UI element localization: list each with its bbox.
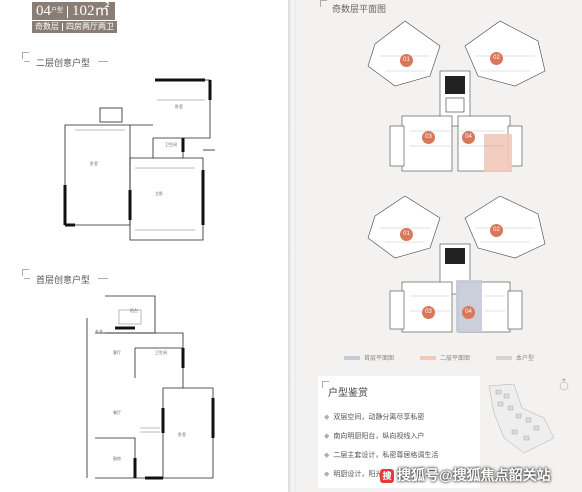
legend-item: 首层平面图 (344, 353, 394, 362)
unit-01-badge: 01 (400, 54, 413, 67)
legend-label: 二层平面图 (440, 356, 471, 362)
unit-code: 04 (36, 3, 51, 19)
unit-suffix: 户型 (51, 8, 64, 14)
room-label: 卧室 (178, 431, 186, 437)
watermark: 搜搜狐号@搜狐焦点韶关站 (380, 465, 551, 485)
floor-type: 奇数层 (35, 22, 59, 31)
legend-swatch (344, 356, 360, 361)
compass-label: N (563, 378, 566, 382)
feature-item: ◆双层空间，动静分离尽享私密 (324, 414, 425, 421)
unit-04-badge: 04 (462, 306, 475, 319)
room-label: 阳台 (130, 307, 138, 313)
room-label: 玄关 (95, 328, 103, 334)
bullet-icon: ◆ (324, 433, 330, 440)
bullet-icon: ◆ (324, 452, 330, 459)
unit-02-badge: 02 (490, 224, 503, 237)
legend-swatch (420, 356, 436, 361)
legend-label: 本户型 (516, 356, 535, 362)
book-gutter (288, 0, 298, 492)
room-label: 卫生间 (155, 349, 167, 355)
room-label: 厨房 (113, 455, 121, 461)
second-floor-title: 二层创意户型 (36, 58, 91, 68)
appraisal-panel (318, 376, 480, 488)
watermark-text: 搜狐号@搜狐焦点韶关站 (397, 467, 551, 483)
appraisal-title: 户型鉴赏 (322, 381, 368, 399)
feature-item: ◆二层主套设计，私密尊居格调生活 (324, 452, 439, 459)
unit-03-badge: 03 (422, 306, 435, 319)
unit-area: 102㎡ (72, 3, 110, 19)
compass-icon (559, 381, 569, 391)
legend-label: 首层平面图 (364, 356, 395, 362)
room-label: 客厅 (113, 349, 121, 355)
room-label: 卧室 (175, 103, 183, 109)
building-plan-upper (367, 20, 546, 172)
room-label: 卧室 (90, 160, 98, 166)
unit-02-badge: 02 (490, 52, 503, 65)
left-page (0, 0, 291, 492)
building-plan-lower (367, 196, 546, 333)
first-floor-plan: 阳台 客厅 卫生间 餐厅 卧室 玄关 厨房 (86, 295, 215, 480)
bullet-icon: ◆ (324, 414, 330, 421)
legend-item: 二层平面图 (420, 353, 470, 362)
legend-item: 本户型 (496, 353, 534, 362)
legend-swatch (496, 356, 512, 361)
room-label: 主卧 (155, 190, 163, 196)
unit-03-badge: 03 (422, 131, 435, 144)
bullet-icon: ◆ (324, 471, 330, 478)
feature-item: ◆明厨设计，阳光照 (324, 471, 390, 478)
odd-floor-plan-title: 奇数层平面图 (332, 4, 387, 14)
unit-04-badge: 04 (462, 131, 475, 144)
room-label: 餐厅 (113, 409, 121, 415)
second-floor-plan: 卧室 卧室 卫生间 主卧 (63, 78, 215, 241)
site-map: N (488, 378, 569, 454)
layout-desc: 四房两厅两卫 (66, 22, 114, 31)
feature-item: ◆南向明厨阳台，纵向视线入户 (324, 433, 425, 440)
sohu-logo-icon: 搜 (380, 469, 394, 484)
unit-subtitle: 奇数层四房两厅两卫 (32, 21, 117, 33)
unit-code-badge: 04户型 102㎡ (32, 2, 115, 20)
first-floor-title: 首层创意户型 (36, 275, 91, 285)
unit-01-badge: 01 (400, 228, 413, 241)
room-label: 卫生间 (165, 141, 177, 147)
